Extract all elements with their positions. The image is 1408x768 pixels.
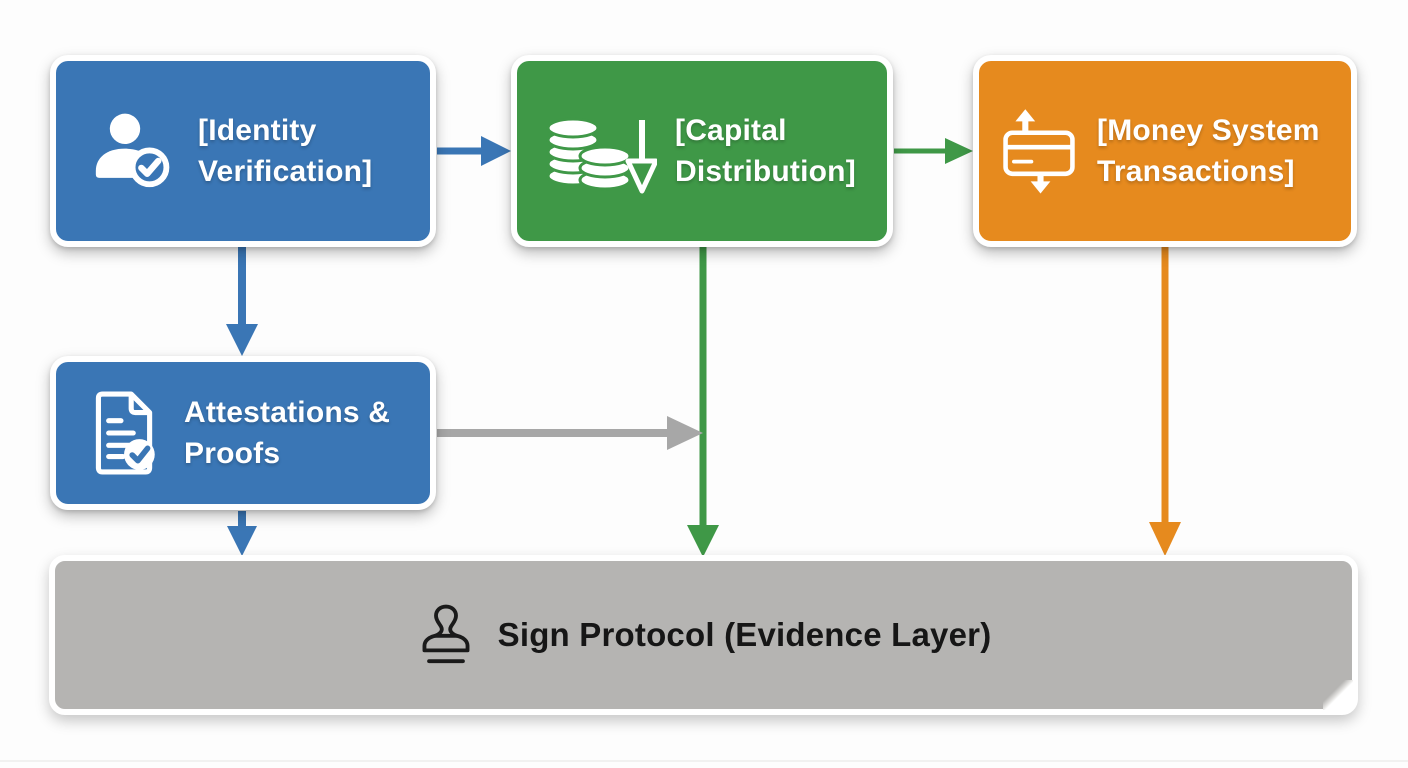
node-label: [Money System Transactions] bbox=[1097, 113, 1320, 188]
node-money-system-transactions: [Money System Transactions] bbox=[973, 55, 1357, 247]
arrow-attestations-to-sign bbox=[227, 511, 257, 556]
stamp-icon bbox=[416, 602, 476, 668]
arrow-capital-to-money bbox=[894, 138, 973, 164]
user-check-icon bbox=[90, 109, 174, 193]
node-label: [Capital Distribution] bbox=[675, 113, 856, 188]
page-curl-decoration bbox=[1323, 680, 1353, 710]
node-capital-distribution: [Capital Distribution] bbox=[511, 55, 893, 247]
node-attestations-proofs: Attestations & Proofs bbox=[50, 356, 436, 510]
node-identity-verification: [Identity Verification] bbox=[50, 55, 436, 247]
document-check-icon bbox=[86, 390, 160, 476]
node-label: Attestations & Proofs bbox=[184, 395, 391, 470]
arrow-money-to-sign bbox=[1149, 247, 1181, 556]
arrow-identity-to-capital bbox=[437, 136, 511, 166]
coins-down-icon bbox=[543, 104, 657, 198]
node-sign-protocol: Sign Protocol (Evidence Layer) bbox=[49, 555, 1358, 715]
node-label: [Identity Verification] bbox=[198, 113, 373, 188]
card-transfer-icon bbox=[1001, 107, 1077, 195]
arrow-identity-to-attestations bbox=[226, 247, 258, 356]
arrow-attestations-to-flow bbox=[437, 416, 703, 450]
arrow-capital-to-sign bbox=[687, 247, 719, 557]
node-label: Sign Protocol (Evidence Layer) bbox=[497, 616, 992, 654]
